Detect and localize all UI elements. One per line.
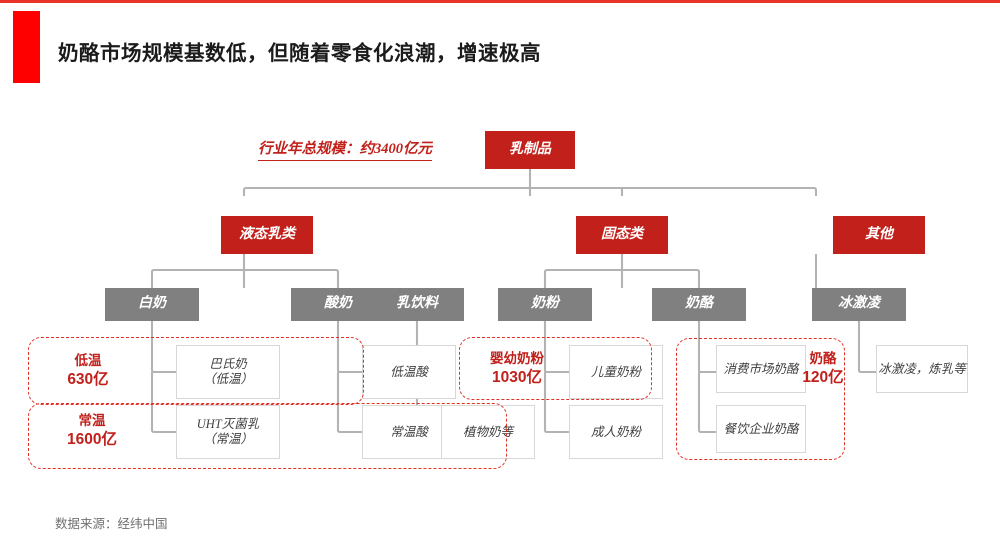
leaf-retail-cheese[interactable]: 消费市场奶酪 <box>716 345 806 393</box>
leaf-ambient-yogurt[interactable]: 常温酸 <box>362 405 456 459</box>
segment-label-chilled: 低温 630亿 <box>43 352 133 390</box>
segment-label-cheese: 奶酪 120亿 <box>792 350 854 388</box>
leaf-foodservice-cheese[interactable]: 餐饮企业奶酪 <box>716 405 806 453</box>
leaf-plant-milk[interactable]: 植物奶等 <box>441 405 535 459</box>
segment-label-ambient-value: 1600亿 <box>67 430 117 448</box>
leaf-child-milk-powder[interactable]: 儿童奶粉 <box>569 345 663 399</box>
segment-label-infant-powder-name: 婴幼奶粉 <box>490 351 544 366</box>
leaf-uht-milk[interactable]: UHT灭菌乳（常温） <box>176 405 280 459</box>
segment-label-chilled-name: 低温 <box>74 353 102 368</box>
segment-label-cheese-value: 120亿 <box>802 368 844 386</box>
segment-label-cheese-name: 奶酪 <box>809 351 837 366</box>
node-solid-dairy[interactable]: 固态类 <box>576 216 668 254</box>
segment-label-infant-powder: 婴幼奶粉 1030亿 <box>468 350 566 388</box>
segment-label-ambient-name: 常温 <box>78 413 106 428</box>
segment-label-ambient: 常温 1600亿 <box>43 412 141 450</box>
segment-label-chilled-value: 630亿 <box>67 370 109 388</box>
data-source-note: 数据来源：经纬中国 <box>55 517 168 531</box>
leaf-adult-milk-powder[interactable]: 成人奶粉 <box>569 405 663 459</box>
page-title: 奶酪市场规模基数低，但随着零食化浪潮，增速极高 <box>58 42 541 65</box>
node-yogurt[interactable]: 酸奶 <box>291 288 385 321</box>
segment-label-infant-powder-value: 1030亿 <box>492 368 542 386</box>
node-white-milk[interactable]: 白奶 <box>105 288 199 321</box>
node-cheese[interactable]: 奶酪 <box>652 288 746 321</box>
node-ice-cream[interactable]: 冰激凌 <box>812 288 906 321</box>
node-milk-powder[interactable]: 奶粉 <box>498 288 592 321</box>
node-liquid-dairy[interactable]: 液态乳类 <box>221 216 313 254</box>
leaf-ice-cream-condensed[interactable]: 冰激凌，炼乳等 <box>876 345 968 393</box>
industry-total-scale-label: 行业年总规模：约3400亿元 <box>258 137 432 161</box>
node-root-dairy[interactable]: 乳制品 <box>485 131 575 169</box>
leaf-pasteurized-milk[interactable]: 巴氏奶（低温） <box>176 345 280 399</box>
title-accent-bar <box>13 11 40 83</box>
leaf-chilled-yogurt[interactable]: 低温酸 <box>362 345 456 399</box>
node-other-dairy[interactable]: 其他 <box>833 216 925 254</box>
node-milk-drinks[interactable]: 乳饮料 <box>370 288 464 321</box>
top-rule <box>0 0 1000 3</box>
